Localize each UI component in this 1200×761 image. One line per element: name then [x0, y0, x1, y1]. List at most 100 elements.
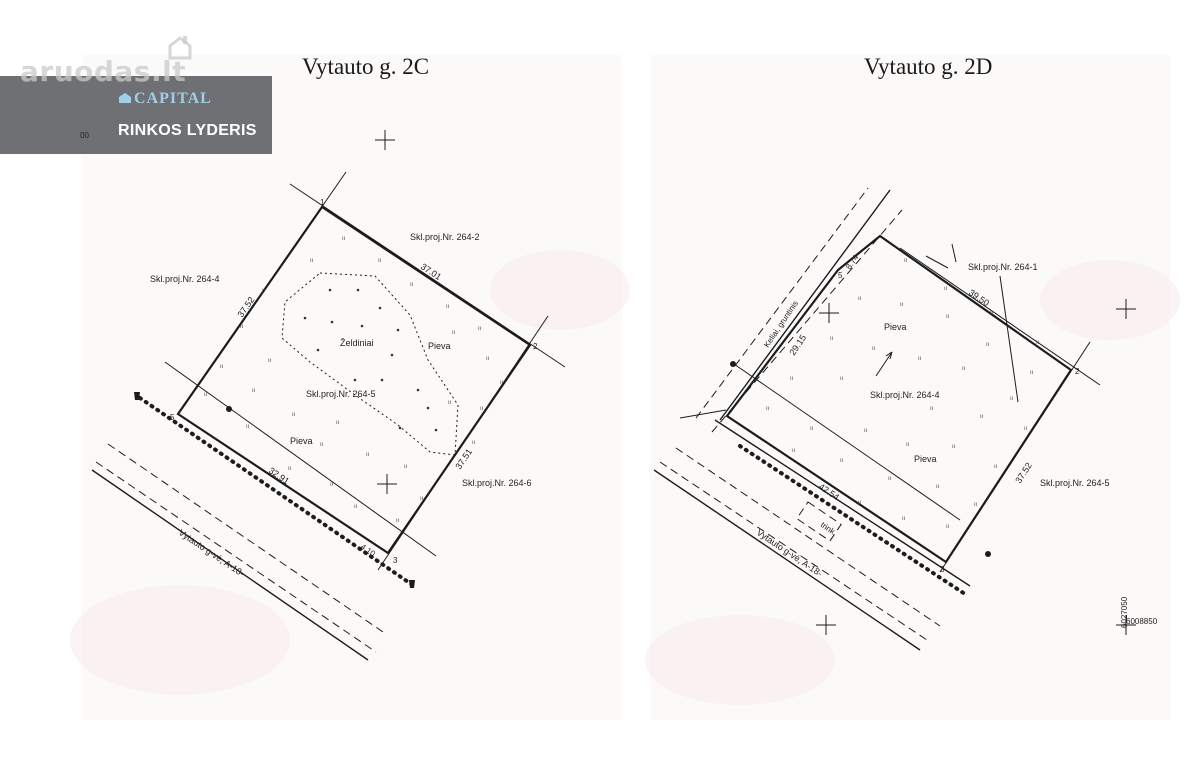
meadow-label: Pieva [290, 436, 313, 446]
meadow-hatching: ıı ıı ıı ıı ıı ıı ıı ıı ıı ıı ıı ıı ıı ıı ıı ıı ıı ıı ı… [766, 258, 1040, 530]
svg-text:ıı: ıı [990, 310, 994, 316]
svg-text:ıı: ıı [872, 346, 876, 352]
svg-text:ıı: ıı [366, 452, 370, 458]
point-label: 2 [533, 342, 538, 351]
survey-marker [226, 406, 232, 412]
svg-text:ıı: ıı [930, 406, 934, 412]
slope-arrow [925, 243, 957, 269]
slope-arrow [875, 351, 893, 377]
svg-text:ıı: ıı [478, 326, 482, 332]
svg-text:ıı: ıı [766, 406, 770, 412]
utility-line [138, 396, 416, 588]
right-plan-title: Vytauto g. 2D [864, 54, 992, 79]
paper-stain [70, 585, 290, 695]
point-label: 2 [1075, 367, 1080, 376]
svg-text:ıı: ıı [840, 376, 844, 382]
paper-stain [645, 615, 835, 705]
capital-logo-icon [119, 93, 131, 103]
svg-text:ıı: ıı [904, 258, 908, 264]
svg-text:ıı: ıı [480, 406, 484, 412]
svg-text:ıı: ıı [420, 496, 424, 502]
left-plan-title: Vytauto g. 2C [302, 54, 429, 79]
boundary-extension [939, 341, 1091, 573]
neighbor-label-west: Skl.proj.Nr. 264-4 [150, 274, 220, 284]
svg-text:ıı: ıı [1024, 426, 1028, 432]
svg-text:ıı: ıı [452, 330, 456, 336]
grid-cross [819, 303, 839, 323]
survey-marker [985, 551, 991, 557]
grid-cross [377, 474, 397, 494]
watermark-partial-text: 00 [80, 131, 89, 140]
svg-text:ıı: ıı [292, 412, 296, 418]
right-plan-paper [650, 55, 1170, 720]
svg-text:ıı: ıı [790, 376, 794, 382]
well-marker [409, 580, 415, 588]
svg-text:ıı: ıı [378, 258, 382, 264]
survey-marker [730, 361, 736, 367]
parcel-boundary [725, 234, 1073, 564]
field-road-edge [719, 189, 891, 421]
point-label: 1 [320, 198, 325, 207]
grid-cross [816, 615, 836, 635]
svg-text:ıı: ıı [472, 440, 476, 446]
coordinate-label: 6027050 [1120, 596, 1129, 628]
svg-text:ıı: ıı [262, 288, 266, 294]
svg-text:ıı: ıı [974, 502, 978, 508]
field-road-edge [695, 187, 869, 419]
svg-text:ıı: ıı [252, 388, 256, 394]
paper-stain [490, 250, 630, 330]
road-edge [659, 461, 931, 643]
meadow-label: Pieva [914, 454, 937, 464]
svg-text:ıı: ıı [404, 464, 408, 470]
inner-offset-line [164, 361, 437, 557]
svg-text:ıı: ıı [944, 286, 948, 292]
grid-cross [1116, 615, 1136, 635]
svg-text:ıı: ıı [952, 444, 956, 450]
svg-text:ıı: ıı [1010, 396, 1014, 402]
neighbor-label-east: Skl.proj.Nr. 264-5 [1040, 478, 1110, 488]
svg-text:ıı: ıı [204, 392, 208, 398]
svg-text:ıı: ıı [980, 414, 984, 420]
field-road-edge [711, 209, 903, 433]
road-edge [653, 469, 921, 651]
watermark-brand: CAPITAL [134, 90, 212, 107]
svg-text:ıı: ıı [906, 442, 910, 448]
svg-text:ıı: ıı [858, 296, 862, 302]
road-edge [91, 469, 369, 661]
svg-text:ıı: ıı [410, 282, 414, 288]
svg-text:ıı: ıı [486, 356, 490, 362]
svg-text:ıı: ıı [220, 364, 224, 370]
svg-text:ıı: ıı [946, 314, 950, 320]
svg-text:ıı: ıı [310, 258, 314, 264]
svg-text:ıı: ıı [918, 356, 922, 362]
svg-text:ıı: ıı [246, 424, 250, 430]
coordinate-label: 6008850 [1126, 617, 1158, 626]
svg-text:ıı: ıı [840, 458, 844, 464]
drain-box [796, 501, 842, 542]
svg-text:ıı: ıı [810, 426, 814, 432]
svg-text:ıı: ıı [888, 476, 892, 482]
boundary-extension [289, 183, 566, 368]
point-label: 5 [170, 413, 175, 422]
neighbor-label-east: Skl.proj.Nr. 264-6 [462, 478, 532, 488]
svg-text:ıı: ıı [946, 524, 950, 530]
inner-offset-line [733, 363, 961, 521]
svg-text:ıı: ıı [240, 324, 244, 330]
svg-text:ıı: ıı [268, 358, 272, 364]
house-logo-icon [168, 36, 192, 60]
svg-text:ıı: ıı [448, 400, 452, 406]
svg-text:ıı: ıı [354, 504, 358, 510]
watermark-slogan: RINKOS LYDERIS [118, 122, 257, 139]
road-edge [107, 443, 387, 635]
field-road-edge [679, 409, 727, 419]
road-edge [714, 419, 971, 587]
svg-text:ıı: ıı [396, 518, 400, 524]
parcel-label: Skl.proj.Nr. 264-5 [306, 389, 376, 399]
meadow-hatching: ıı ıı ıı ıı ıı ıı ıı ıı ıı ıı ıı ıı ıı ıı ıı ıı ıı ıı… [204, 236, 504, 524]
svg-text:ıı: ıı [858, 500, 862, 506]
svg-text:ıı: ıı [902, 516, 906, 522]
svg-text:ıı: ıı [962, 366, 966, 372]
green-area-dots [303, 288, 438, 432]
svg-text:ıı: ıı [792, 448, 796, 454]
